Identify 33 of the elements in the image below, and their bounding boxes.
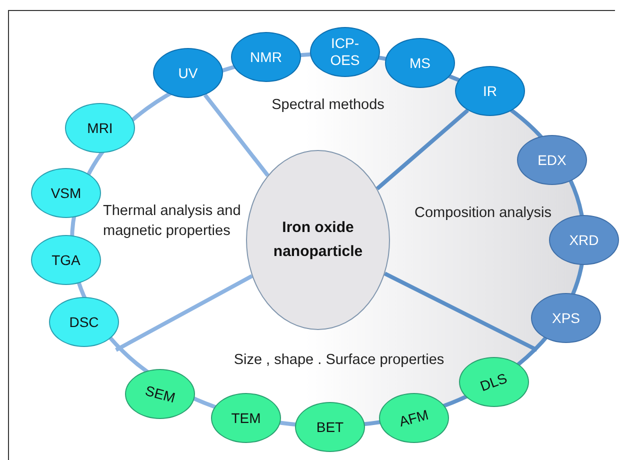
- section-label: Composition analysis: [413, 204, 552, 223]
- node-label: BET: [316, 418, 344, 436]
- node-label: AFM: [398, 406, 430, 430]
- node-label: XPS: [552, 310, 580, 326]
- method-ellipse: [379, 393, 449, 443]
- method-ellipse: [385, 38, 455, 88]
- node-label: TEM: [231, 410, 261, 426]
- method-ellipse: [455, 66, 525, 116]
- node-label: UV: [178, 64, 198, 82]
- node-label: Iron oxide nanoparticle: [272, 218, 364, 262]
- node-label: NMR: [250, 48, 282, 66]
- node-label: ICP- OES: [329, 35, 361, 69]
- node-label: VSM: [50, 184, 82, 202]
- connector-line: [203, 94, 270, 177]
- section-label: Thermal analysis and magnetic properties: [103, 202, 242, 241]
- node-label: IR: [483, 82, 497, 100]
- node-label: EDX: [538, 152, 566, 168]
- connector-line: [115, 274, 253, 352]
- method-ellipse: [211, 393, 281, 443]
- method-ellipse: [49, 297, 119, 347]
- method-ellipse: [459, 357, 529, 407]
- node-label: DLS: [478, 369, 510, 395]
- node-label: DSC: [69, 314, 99, 330]
- node-label: MS: [410, 54, 430, 72]
- section-label: Spectral methods: [270, 96, 386, 115]
- node-label: XRD: [569, 232, 599, 248]
- section-label: Size , shape . Surface properties: [232, 351, 446, 370]
- connector-line: [376, 108, 470, 190]
- method-ellipse: [65, 103, 135, 153]
- node-label: SEM: [143, 382, 177, 406]
- connector-line: [384, 272, 538, 352]
- node-label: TGA: [52, 252, 80, 268]
- node-label: MRI: [87, 120, 113, 136]
